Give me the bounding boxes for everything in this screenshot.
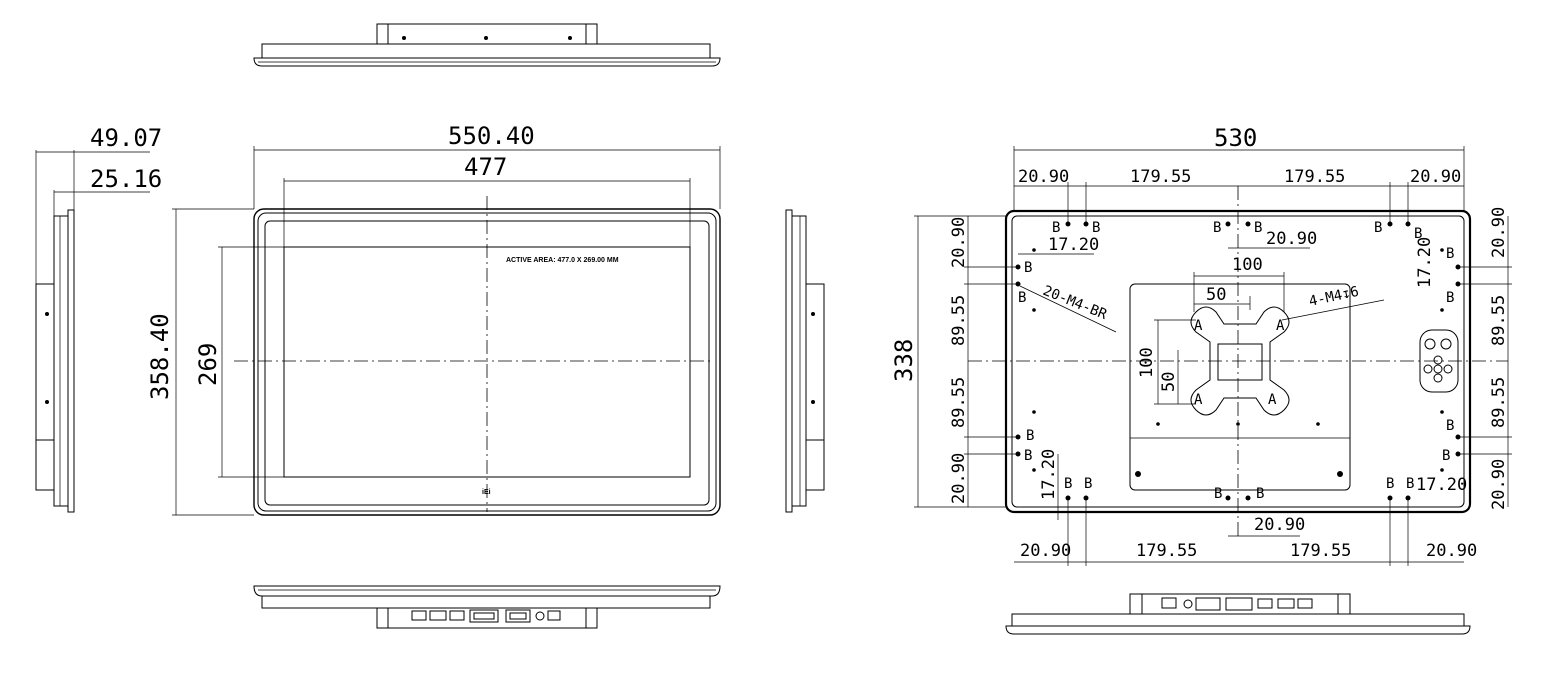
svg-text:B: B [1018,290,1026,306]
svg-text:B: B [1446,290,1454,306]
dim-front-width-active: 477 [464,153,507,181]
dim-bottom-4: 20.90 [1426,541,1477,561]
dim-left-3: 89.55 [949,377,969,428]
svg-text:B: B [1374,220,1382,236]
svg-text:B: B [1446,418,1454,434]
dim-inner-17-20-d: 17.20 [1416,475,1467,495]
dim-inner-17-20-b: 17.20 [1415,237,1435,288]
svg-text:B: B [1414,226,1422,242]
svg-text:A: A [1194,392,1203,408]
dim-front-width-overall: 550.40 [448,122,535,150]
dim-bottom-2: 179.55 [1136,541,1197,561]
top-view [253,23,721,67]
dim-rear-width-overall: 530 [1214,124,1257,152]
dim-right-1: 20.90 [1489,207,1509,258]
svg-text:A: A [1194,318,1203,334]
dim-rear-height-overall: 338 [890,339,918,382]
dim-right-4: 20.90 [1489,459,1509,510]
svg-text:A: A [1268,392,1277,408]
dim-left-1: 20.90 [949,217,969,268]
svg-text:B: B [1442,448,1450,464]
svg-text:B: B [1026,428,1034,444]
svg-text:B: B [1254,220,1262,236]
dim-top-2: 179.55 [1130,167,1191,187]
b-hole-labels: B B B B B B B B B B B B B B B B B B B B [1018,220,1454,502]
dim-inner-17-20-c: 17.20 [1039,449,1059,500]
dim-inner-17-20-a: 17.20 [1048,235,1099,255]
dim-top-1: 20.90 [1018,167,1069,187]
svg-text:B: B [1064,476,1072,492]
dim-vesa-100-h: 100 [1232,255,1263,275]
a-hole-labels: A A A A [1194,318,1285,408]
dim-front-height-active: 269 [194,343,222,386]
right-side-view [785,209,825,513]
dim-top-3: 179.55 [1284,167,1345,187]
dim-depth-mount: 25.16 [90,165,162,193]
dim-vesa-50-v: 50 [1159,372,1179,392]
dim-vesa-100-v: 100 [1137,347,1157,378]
svg-text:B: B [1213,220,1221,236]
bottom-view [253,585,721,629]
svg-text:B: B [1386,476,1394,492]
svg-text:B: B [1214,486,1222,502]
rear-view: B B B B B B B B B B B B B B B B B B B B … [890,124,1512,566]
svg-text:B: B [1256,486,1264,502]
dim-left-4: 20.90 [949,453,969,504]
left-side-view: 49.07 25.16 [35,124,162,513]
svg-text:B: B [1446,246,1454,262]
dim-left-2: 89.55 [949,295,969,346]
svg-text:B: B [1024,448,1032,464]
front-view: ACTIVE AREA: 477.0 X 269.00 MM iEi 550.4… [146,122,721,516]
dim-front-height-overall: 358.40 [146,313,174,400]
dim-inner-top-20-90: 20.90 [1266,229,1317,249]
svg-text:B: B [1406,476,1414,492]
svg-text:A: A [1276,318,1285,334]
dim-top-4: 20.90 [1410,167,1461,187]
dim-vesa-50-h: 50 [1206,285,1226,305]
callout-b-holes: 20-M4-BR [1041,283,1110,323]
dim-right-3: 89.55 [1489,377,1509,428]
dim-inner-bottom-20-90: 20.90 [1254,515,1305,535]
rear-bottom-view [1005,593,1471,635]
svg-text:B: B [1084,476,1092,492]
dim-bottom-1: 20.90 [1020,541,1071,561]
front-logo: iEi [482,489,491,496]
svg-text:B: B [1024,260,1032,276]
active-area-note: ACTIVE AREA: 477.0 X 269.00 MM [506,257,619,264]
dim-right-2: 89.55 [1489,295,1509,346]
dim-bottom-3: 179.55 [1290,541,1351,561]
dim-depth-overall: 49.07 [90,124,162,152]
svg-text:B: B [1052,220,1060,236]
svg-text:B: B [1092,220,1100,236]
